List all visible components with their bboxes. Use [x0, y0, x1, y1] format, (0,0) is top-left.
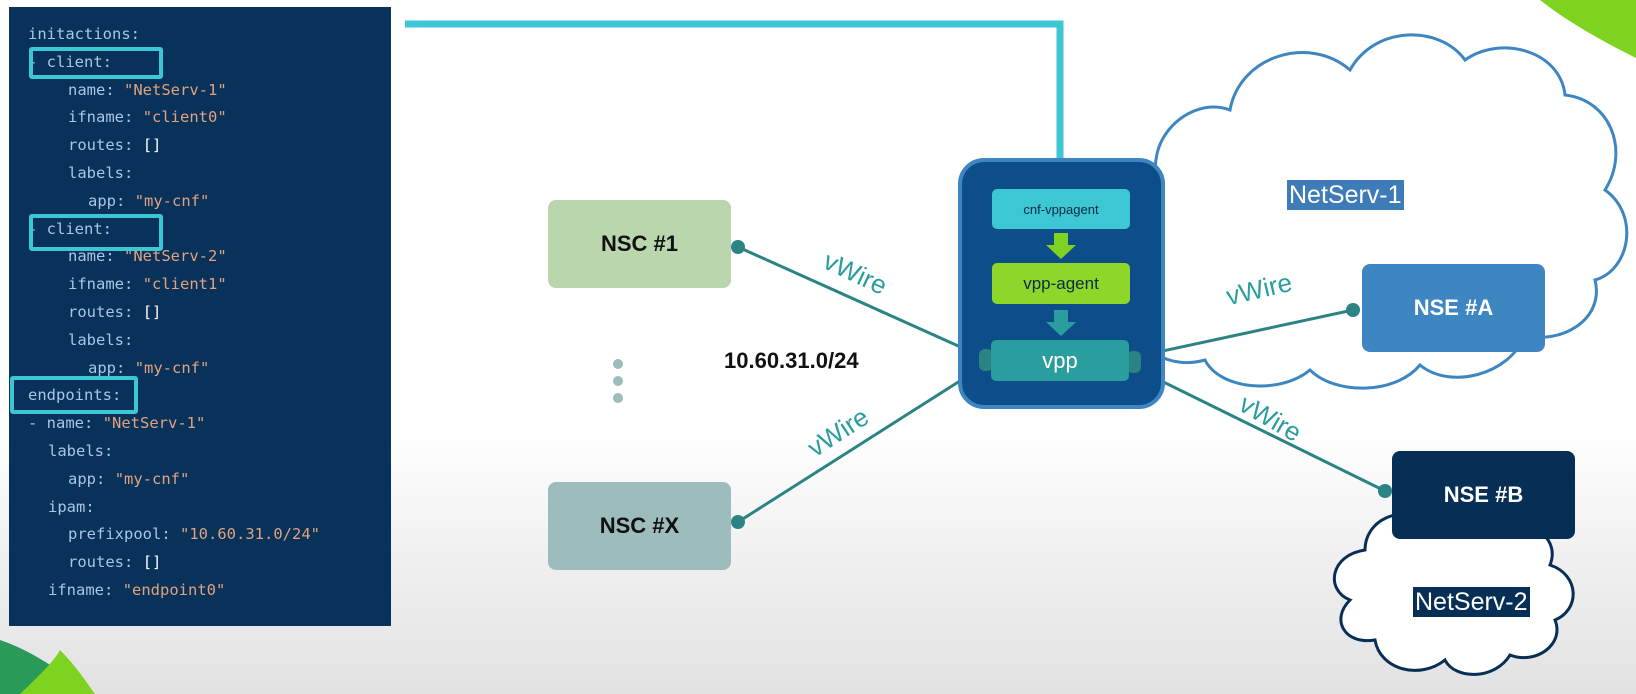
config-arrow — [405, 20, 1064, 182]
code-line: initactions: — [28, 25, 140, 43]
nsc-1-box[interactable]: NSC #1 — [548, 200, 731, 288]
ellipsis-dot — [613, 376, 623, 386]
code-line: - name: "NetServ-1" — [28, 414, 206, 433]
client-2-highlight — [29, 214, 163, 251]
nse-b-box[interactable]: NSE #B — [1392, 451, 1575, 539]
vpp-box[interactable]: vpp — [991, 340, 1129, 381]
code-line: ipam: — [48, 497, 95, 516]
down-arrow-icon — [1046, 245, 1076, 259]
nse-a-box[interactable]: NSE #A — [1362, 264, 1545, 352]
nsc-x-box[interactable]: NSC #X — [548, 482, 731, 570]
code-line: name: "NetServ-2" — [68, 247, 227, 266]
code-line: ifname: "client1" — [68, 275, 227, 294]
code-line: ifname: "endpoint0" — [48, 581, 226, 599]
code-line: routes: [] — [68, 303, 162, 321]
wire-vpp-nsea — [1134, 308, 1354, 359]
nsc1-port — [731, 240, 745, 254]
subnet-label: 10.60.31.0/24 — [724, 348, 859, 373]
code-line: endpoints: — [28, 386, 122, 405]
code-line: prefixpool: "10.60.31.0/24" — [68, 525, 320, 544]
code-line: labels: — [48, 442, 114, 460]
code-line: app: "my-cnf" — [88, 191, 210, 210]
vpp-left-port — [979, 349, 993, 371]
yaml-config-panel: initactions:- client:name: "NetServ-1"if… — [9, 7, 391, 626]
code-line: app: "my-cnf" — [68, 469, 190, 488]
wire-nsc1-vpp — [737, 245, 986, 360]
code-line: ifname: "client0" — [68, 108, 227, 127]
nseb-port — [1378, 484, 1392, 498]
vpp-right-port — [1127, 351, 1141, 373]
down-arrow-icon — [1046, 322, 1076, 336]
endpoints-highlight — [10, 376, 138, 414]
code-line: app: "my-cnf" — [88, 358, 210, 377]
code-line: labels: — [68, 164, 134, 182]
code-line: routes: [] — [68, 553, 162, 572]
wire-nscx-vpp — [737, 363, 986, 524]
cnf-vppagent-box[interactable]: cnf-vppagent — [992, 189, 1130, 229]
code-line: name: "NetServ-1" — [68, 80, 227, 99]
netserv-1-label: NetServ-1 — [1287, 180, 1404, 210]
ellipsis-dot — [613, 359, 623, 369]
vpp-agent-box[interactable]: vpp-agent — [992, 263, 1130, 304]
client-1-highlight — [29, 47, 163, 79]
netserv-2-label: NetServ-2 — [1413, 587, 1530, 617]
code-line: labels: — [68, 330, 134, 349]
wire-vpp-nseb — [1134, 366, 1386, 493]
nsea-port — [1346, 303, 1360, 317]
ellipsis-dot — [613, 393, 623, 403]
code-line: routes: [] — [68, 136, 162, 155]
nscx-port — [731, 515, 745, 529]
